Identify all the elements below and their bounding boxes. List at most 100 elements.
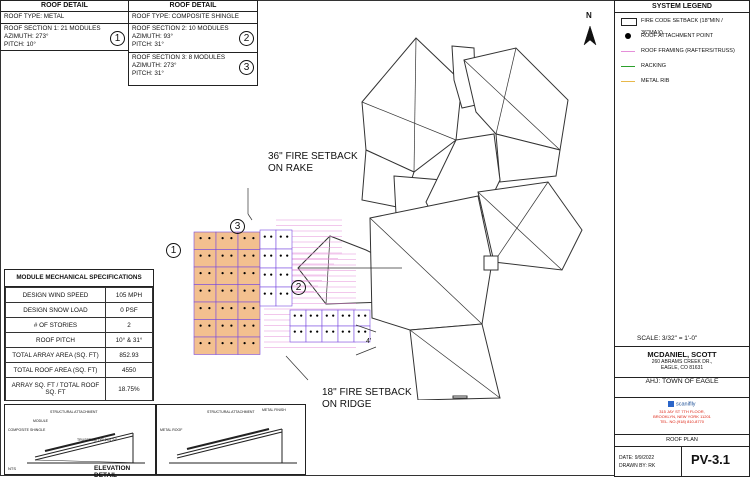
attachment-point xyxy=(286,254,289,257)
attachment-point xyxy=(252,307,255,310)
spec-value: 0 PSF xyxy=(104,302,154,318)
date-label: DATE: 9/9/2022 xyxy=(619,455,655,461)
solar-module xyxy=(237,336,261,355)
module-specs-table: MODULE MECHANICAL SPECIFICATIONS DESIGN … xyxy=(4,269,154,401)
elev-nts: NTS xyxy=(8,466,16,471)
spec-row: TOTAL ROOF AREA (SQ. FT)4550 xyxy=(5,362,154,378)
attachment-point xyxy=(230,272,233,275)
fire-rake-line2: ON RAKE xyxy=(268,163,314,174)
attachment-point xyxy=(221,342,224,345)
elev-right-roof: METAL ROOF xyxy=(160,428,183,432)
elev-left-truss: TRUSSES@TYP 2X4 24" xyxy=(77,438,118,442)
attachment-point xyxy=(316,314,319,317)
attachment-point xyxy=(293,314,296,317)
attachment-point xyxy=(270,273,273,276)
attachment-point xyxy=(300,330,303,333)
legend-swatch xyxy=(621,51,635,52)
spec-label: TOTAL ROOF AREA (SQ. FT) xyxy=(5,362,106,378)
attachment-point xyxy=(230,289,233,292)
client-addr1: 260 ABRAMS CREEK DR., xyxy=(651,359,713,365)
client-block: MCDANIEL, SCOTT 260 ABRAMS CREEK DR., EA… xyxy=(615,346,749,378)
solar-module xyxy=(237,266,261,285)
attachment-point xyxy=(208,289,211,292)
attachment-point xyxy=(243,307,246,310)
legend-label: ROOF FRAMING (RAFTERS/TRUSS) xyxy=(641,48,735,54)
roof-section-3-number: 3 xyxy=(239,60,254,75)
solar-module xyxy=(289,325,307,343)
attachment-point xyxy=(300,314,303,317)
spec-value: 18.75% xyxy=(104,377,154,401)
spec-value: 4550 xyxy=(104,362,154,378)
solar-module xyxy=(237,301,261,320)
attachment-point xyxy=(270,235,273,238)
north-arrow-icon xyxy=(583,25,597,46)
solar-module xyxy=(259,286,277,307)
legend-label: METAL RIB xyxy=(641,78,670,84)
roof-outline xyxy=(297,37,583,400)
attachment-point xyxy=(309,330,312,333)
roof-detail-left-header: ROOF DETAIL xyxy=(1,1,128,12)
attachment-point xyxy=(332,330,335,333)
roof-detail-left: ROOF DETAIL ROOF TYPE: METAL ROOF SECTIO… xyxy=(0,0,129,51)
attachment-point xyxy=(252,254,255,257)
solar-module xyxy=(215,249,239,268)
legend-item: RACKING xyxy=(619,60,745,72)
spec-label: ARRAY SQ. FT / TOTAL ROOF SQ. FT xyxy=(5,377,106,401)
solar-module xyxy=(259,248,277,269)
attachment-point xyxy=(325,330,328,333)
legend-label: FIRE CODE SETBACK (18"MIN / 36"MAX) xyxy=(641,18,723,36)
solar-module xyxy=(193,284,217,303)
attachment-point xyxy=(341,330,344,333)
attachment-point xyxy=(270,292,273,295)
company-logo: scaniflly xyxy=(615,401,749,407)
section-2-marker: 2 xyxy=(291,280,306,295)
dimension-4ft: 4' xyxy=(366,338,372,345)
date-divider xyxy=(681,447,682,477)
attachment-point xyxy=(221,289,224,292)
attachment-point xyxy=(221,272,224,275)
ahj-label: AHJ: TOWN OF EAGLE xyxy=(645,378,719,385)
attachment-point xyxy=(332,314,335,317)
roof-detail-right-header: ROOF DETAIL xyxy=(129,1,257,12)
fire-setback-rake-label: 36" FIRE SETBACK ON RAKE xyxy=(268,151,358,175)
attachment-point xyxy=(199,289,202,292)
roof-section-2-number: 2 xyxy=(239,31,254,46)
attachment-point xyxy=(357,330,360,333)
roof-section-1-azimuth: AZIMUTH: 273° xyxy=(4,33,49,40)
attachment-point xyxy=(243,289,246,292)
legend-swatch xyxy=(621,66,635,67)
scale-label: SCALE: 3/32" = 1'-0" xyxy=(637,335,698,342)
company-name: scaniflly xyxy=(675,401,696,408)
roof-type-metal: ROOF TYPE: METAL xyxy=(1,12,128,24)
legend-list: FIRE CODE SETBACK (18"MIN / 36"MAX) ROOF … xyxy=(615,13,749,97)
attachment-point xyxy=(309,314,312,317)
legend-item: ROOF FRAMING (RAFTERS/TRUSS) xyxy=(619,45,745,57)
attachment-point xyxy=(270,254,273,257)
attachment-point xyxy=(252,272,255,275)
solar-module xyxy=(193,336,217,355)
attachment-point xyxy=(293,330,296,333)
attachment-point xyxy=(279,235,282,238)
attachment-point xyxy=(208,272,211,275)
attachment-point xyxy=(252,342,255,345)
elev-left-module: MODULE xyxy=(33,419,48,423)
roof-section-1-modules: ROOF SECTION 1: 21 MODULES xyxy=(4,25,101,32)
spec-label: # OF STORIES xyxy=(5,317,106,333)
solar-module xyxy=(337,325,355,343)
company-address-2: BROOKLYN, NEW YORK 11201 xyxy=(653,414,711,420)
solar-module xyxy=(237,249,261,268)
attachment-point xyxy=(208,237,211,240)
client-addr2: EAGLE, CO 81631 xyxy=(660,365,704,371)
solar-module xyxy=(193,266,217,285)
attachment-point xyxy=(199,272,202,275)
attachment-point xyxy=(252,237,255,240)
elevation-drawing xyxy=(27,432,146,464)
attachment-point xyxy=(279,254,282,257)
solar-module xyxy=(321,325,339,343)
spec-value: 10° & 31° xyxy=(104,332,154,348)
solar-module xyxy=(193,319,217,338)
